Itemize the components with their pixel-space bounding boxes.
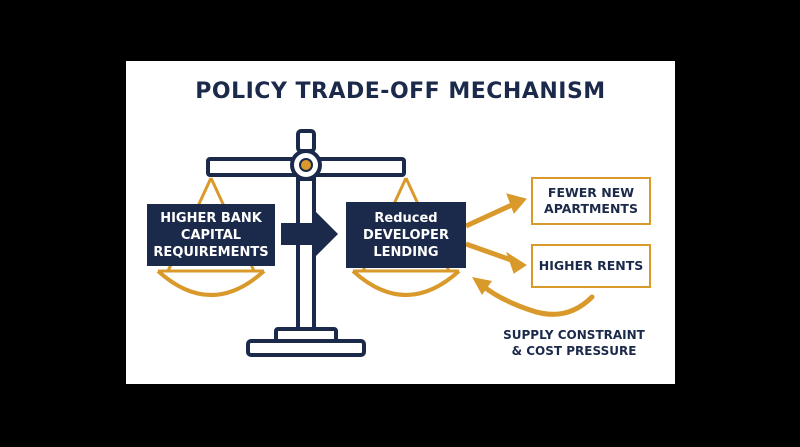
left-pan — [156, 269, 266, 297]
page-title: POLICY TRADE-OFF MECHANISM — [195, 79, 606, 104]
outcome-arrows — [464, 193, 527, 274]
feedback-arrow — [479, 282, 595, 317]
outcome-higher-rents: HIGHER RENTS — [531, 244, 651, 288]
feedback-note: SUPPLY CONSTRAINT & COST PRESSURE — [503, 328, 645, 358]
outcome-fewer-apartments: FEWER NEW APARTMENTS — [531, 177, 651, 225]
right-pan — [351, 269, 461, 297]
cause-box: HIGHER BANK CAPITAL REQUIREMENTS — [147, 204, 275, 266]
balance-scale-icon — [156, 129, 595, 357]
scale-pivot-center — [299, 158, 313, 172]
feedback-arrowhead — [472, 277, 492, 295]
effect-box: Reduced DEVELOPER LENDING — [346, 202, 466, 268]
scale-base — [246, 327, 366, 357]
right-arrow — [281, 212, 338, 256]
diagram-card: POLICY TRADE-OFF MECHANISM HIGHER BANK C… — [126, 61, 675, 384]
